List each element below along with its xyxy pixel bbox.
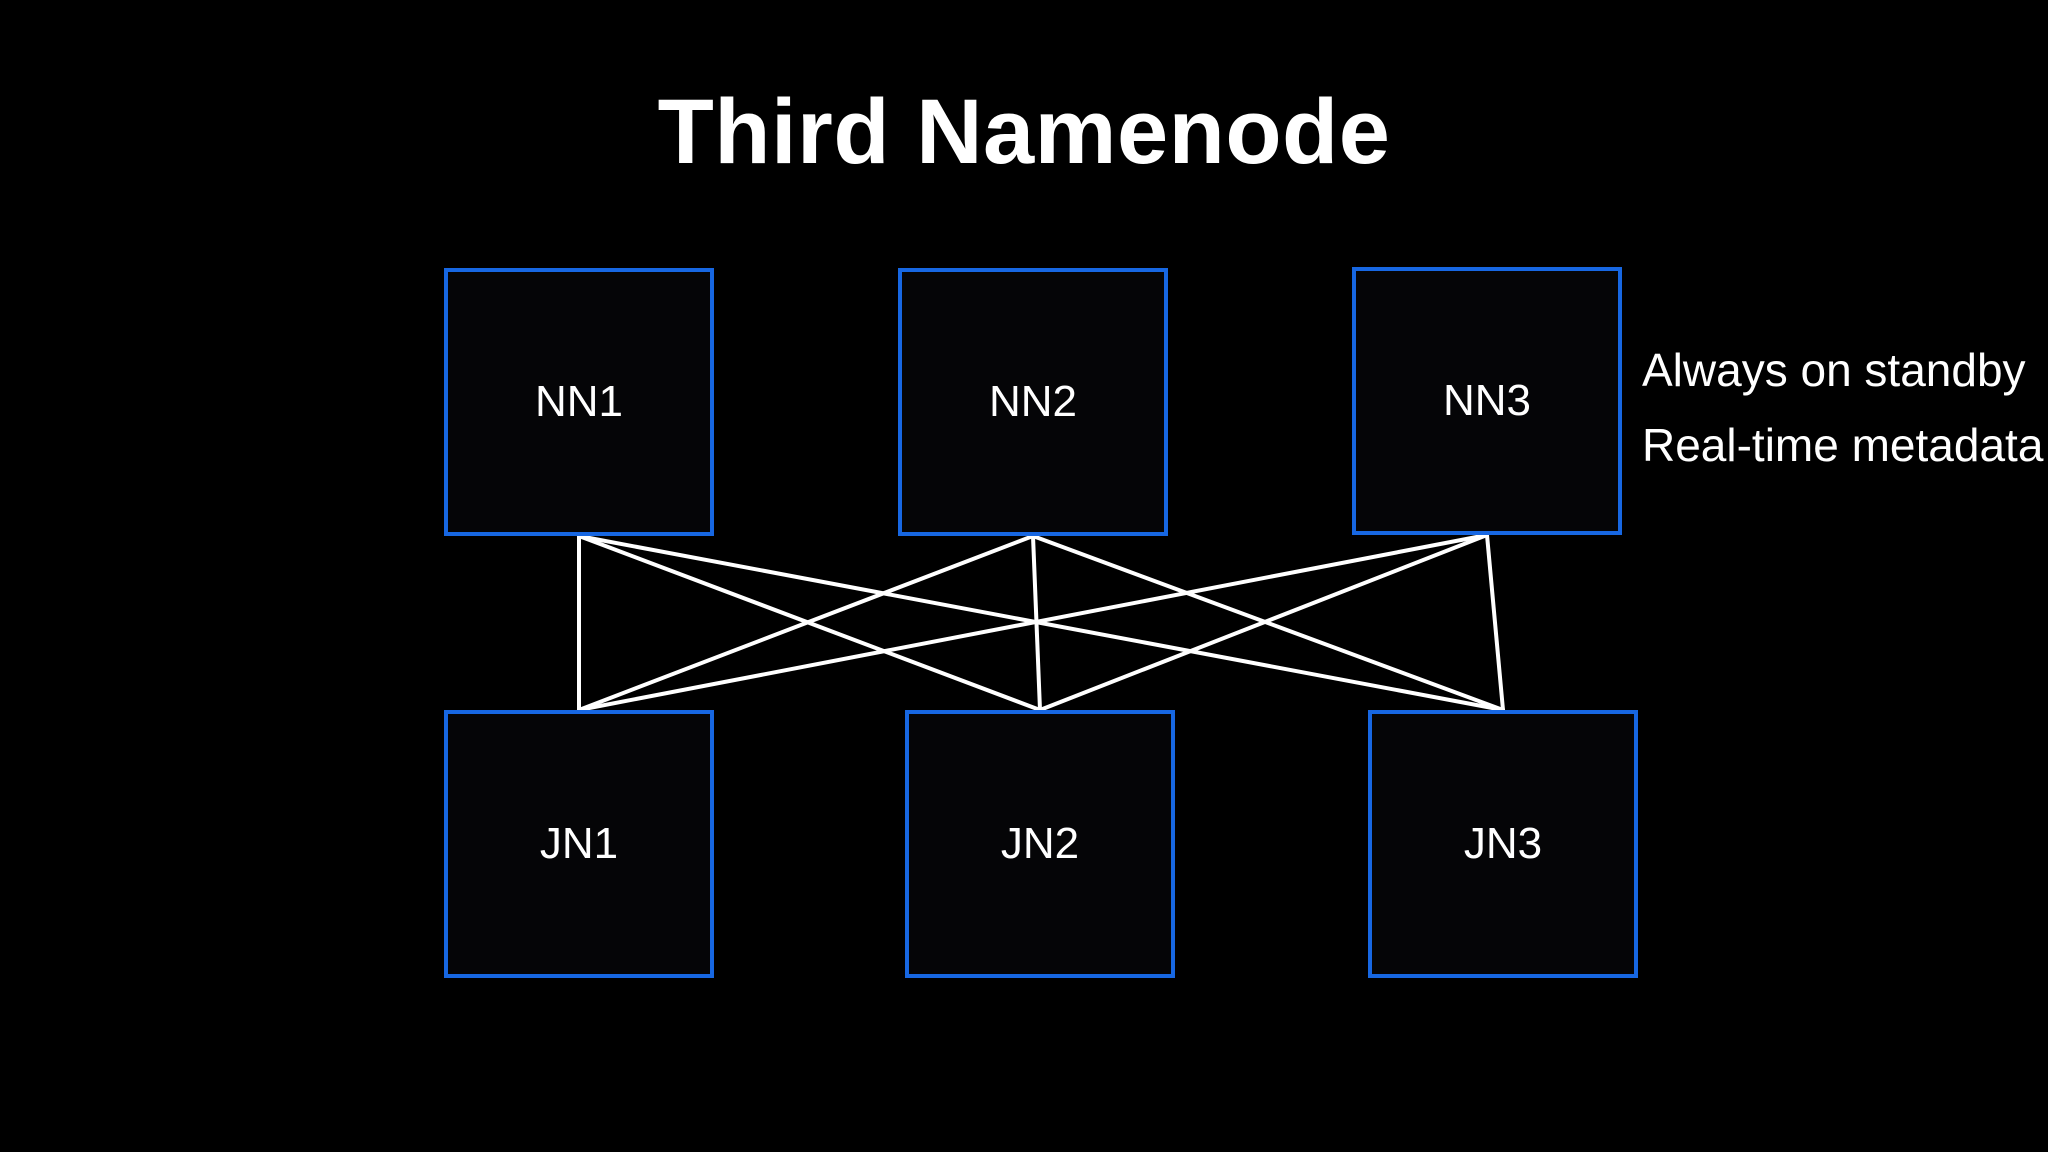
node-label: NN3 (1442, 376, 1532, 425)
node-jn1: JN1 (444, 710, 714, 978)
edge-nn3-jn2 (1038, 533, 1489, 712)
node-nn1: NN1 (444, 268, 714, 536)
edge-nn2-jn3 (1031, 534, 1505, 712)
edge-nn2-jn1 (577, 534, 1035, 712)
annotation-always-on-standby: Always on standby (1642, 344, 2026, 396)
edge-nn3-jn3 (1485, 533, 1505, 712)
node-nn2: NN2 (898, 268, 1168, 536)
edge-nn1-jn3 (577, 534, 1505, 712)
edge-nn3-jn1 (577, 533, 1489, 712)
annotation-block: Always on standby Real-time metadata (1642, 333, 2043, 483)
page-title: Third Namenode (657, 81, 1391, 183)
node-label: NN2 (988, 377, 1078, 426)
annotation-real-time-metadata: Real-time metadata (1642, 419, 2044, 471)
node-label: JN3 (1463, 819, 1543, 868)
node-label: JN2 (1000, 819, 1080, 868)
node-nn3: NN3 (1352, 267, 1622, 535)
node-jn3: JN3 (1368, 710, 1638, 978)
node-label: NN1 (534, 377, 624, 426)
node-jn2: JN2 (905, 710, 1175, 978)
node-label: JN1 (539, 819, 619, 868)
